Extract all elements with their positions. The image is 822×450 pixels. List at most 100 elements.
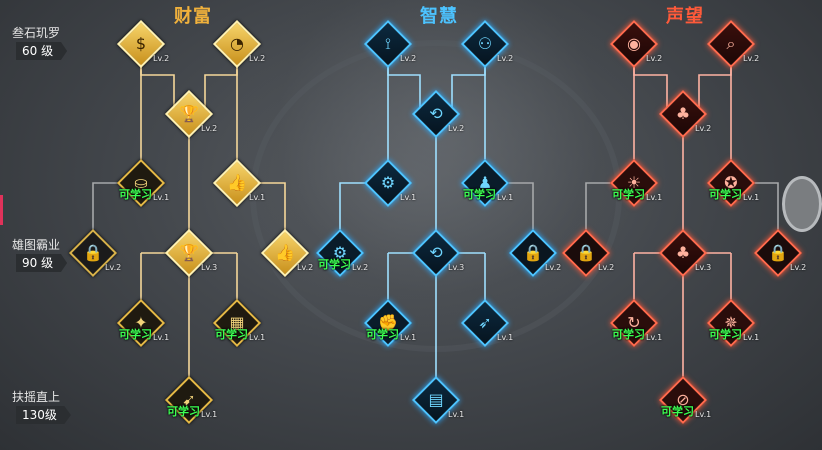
skill-level-label: Lv.1 <box>497 333 514 342</box>
treasure-icon: ⛀ <box>134 173 148 192</box>
skill-level-label: Lv.1 <box>743 193 760 202</box>
skill-level-label: Lv.2 <box>448 124 465 133</box>
learnable-tag: 可学习 <box>119 188 152 201</box>
compass-icon: ⊘ <box>676 390 690 409</box>
learnable-tag: 可学习 <box>709 188 742 201</box>
skill-level-label: Lv.2 <box>646 54 663 63</box>
skill-node-w5[interactable]: 👍Lv.1 <box>212 158 265 208</box>
trophy-icon: 🏆 <box>179 243 199 262</box>
skill-level-label: Lv.2 <box>400 54 417 63</box>
skill-node-s4[interactable]: ⚙ Lv.1 <box>363 158 416 208</box>
skill-level-label: Lv.3 <box>695 263 712 272</box>
skill-level-label: Lv.1 <box>249 193 266 202</box>
gear-icon: ⚙ <box>380 173 396 192</box>
learnable-tag: 可学习 <box>167 405 200 418</box>
lock-icon: 🔒 <box>83 243 103 262</box>
skill-level-label: Lv.2 <box>545 263 562 272</box>
magnifier-icon: ⌕ <box>726 34 736 53</box>
skill-node-f2[interactable]: ⌕ Lv.2 <box>706 19 759 69</box>
skill-level-label: Lv.1 <box>153 333 170 342</box>
skill-node-s11[interactable]: ▤Lv.1 <box>411 375 464 425</box>
tier-level-3: 130级 <box>16 406 71 424</box>
learnable-tag: 可学习 <box>463 188 496 201</box>
learnable-tag: 可学习 <box>366 328 399 341</box>
clover-icon: ♣ <box>675 243 691 262</box>
tier-label-2: 雄图霸业 <box>12 238 61 252</box>
skill-node-s3[interactable]: ⟲Lv.2 <box>411 89 464 139</box>
pipe-icon: ⟟ <box>385 34 391 53</box>
wisdom-title: 智慧 <box>420 6 458 27</box>
skill-node-w2[interactable]: ◔Lv.2 <box>212 19 265 69</box>
skill-level-label: Lv.2 <box>352 263 369 272</box>
skill-level-label: Lv.2 <box>497 54 514 63</box>
skill-level-label: Lv.1 <box>743 333 760 342</box>
learnable-tag: 可学习 <box>119 328 152 341</box>
learnable-tag: 可学习 <box>318 258 351 271</box>
learnable-tag: 可学习 <box>612 188 645 201</box>
learnable-tag: 可学习 <box>661 405 694 418</box>
sunrise-icon: ☀ <box>626 173 642 192</box>
eye-icon: ◉ <box>627 34 641 53</box>
skill-node-s10[interactable]: ➶Lv.1 <box>460 298 513 348</box>
fame-title: 声望 <box>666 6 704 27</box>
skill-node-w3[interactable]: 🏆Lv.2 <box>164 89 217 139</box>
skill-level-label: Lv.1 <box>695 410 712 419</box>
gear-icon: ⚙ <box>332 243 348 262</box>
skill-level-label: Lv.1 <box>646 193 663 202</box>
thumbs-up-icon: 👍 <box>275 243 295 262</box>
skill-node-s8[interactable]: 🔒Lv.2 <box>508 228 561 278</box>
lock-icon: 🔒 <box>576 243 596 262</box>
skill-node-f3[interactable]: ♣Lv.2 <box>658 89 711 139</box>
skill-level-label: Lv.1 <box>646 333 663 342</box>
skill-node-f6[interactable]: 🔒Lv.2 <box>561 228 614 278</box>
skill-level-label: Lv.1 <box>497 193 514 202</box>
skill-node-s1[interactable]: ⟟ Lv.2 <box>363 19 416 69</box>
tier-label-3: 扶摇直上 <box>12 390 61 404</box>
calculator-icon: ▤ <box>428 390 444 409</box>
skill-node-w8[interactable]: 👍Lv.2 <box>260 228 313 278</box>
mentor-icon: ♟ <box>477 173 493 192</box>
wealth-title: 财富 <box>174 6 212 27</box>
skill-level-label: Lv.1 <box>400 333 417 342</box>
star-burst-icon: ✵ <box>724 313 738 332</box>
skill-node-w6[interactable]: 🔒Lv.2 <box>68 228 121 278</box>
skill-node-w1[interactable]: $Lv.2 <box>116 19 169 69</box>
skill-node-s7[interactable]: ⟲Lv.3 <box>411 228 464 278</box>
skill-level-label: Lv.2 <box>201 124 218 133</box>
swirl-icon: ↻ <box>627 313 641 332</box>
thumbs-up-icon: 👍 <box>227 173 247 192</box>
skill-level-label: Lv.2 <box>695 124 712 133</box>
fist-icon: ✊ <box>378 313 398 332</box>
edge-scroll-button[interactable] <box>782 176 822 232</box>
skill-level-label: Lv.2 <box>598 263 615 272</box>
tier-level-1: 60 级 <box>16 42 68 60</box>
skill-level-label: Lv.1 <box>153 193 170 202</box>
skill-level-label: Lv.2 <box>743 54 760 63</box>
badge-icon: ▦ <box>229 313 245 332</box>
skill-level-label: Lv.2 <box>153 54 170 63</box>
skill-node-f1[interactable]: ◉ Lv.2 <box>609 19 662 69</box>
learnable-tag: 可学习 <box>709 328 742 341</box>
skill-node-s2[interactable]: ⚇Lv.2 <box>460 19 513 69</box>
tier-level-2: 90 级 <box>16 254 68 272</box>
skill-node-f8[interactable]: 🔒Lv.2 <box>753 228 806 278</box>
side-tab-indicator[interactable] <box>0 195 3 225</box>
skill-node-f7[interactable]: ♣ Lv.3 <box>658 228 711 278</box>
skill-node-w7[interactable]: 🏆Lv.3 <box>164 228 217 278</box>
money-bag-icon: ✦ <box>134 313 148 332</box>
skill-level-label: Lv.1 <box>400 193 417 202</box>
lock-icon: 🔒 <box>768 243 788 262</box>
skill-level-label: Lv.3 <box>201 263 218 272</box>
